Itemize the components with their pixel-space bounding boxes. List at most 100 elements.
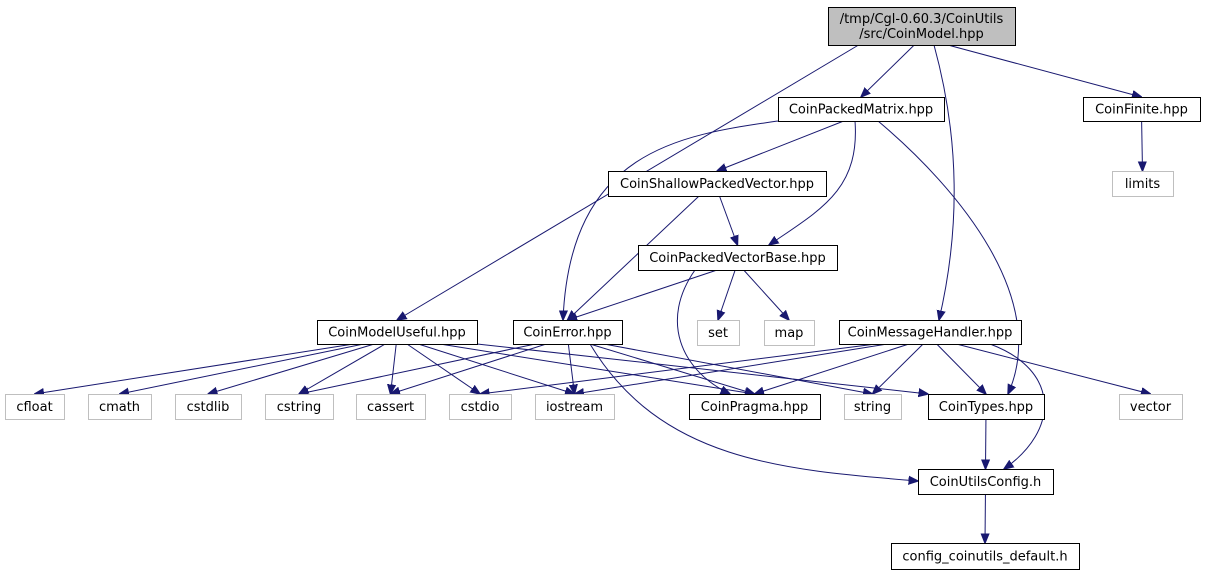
node-box — [778, 97, 945, 122]
edge-coin-error-to-string — [604, 343, 872, 394]
node-set: set — [697, 320, 740, 346]
node-root[interactable]: /tmp/Cgl-0.60.3/CoinUtils/src/CoinModel.… — [828, 7, 1016, 46]
node-coin-packed-vector-base[interactable]: CoinPackedVectorBase.hpp — [638, 245, 838, 271]
node-box — [697, 320, 740, 346]
edge-coin-packed-vector-base-to-map — [743, 269, 789, 320]
node-label: cfloat — [16, 400, 52, 415]
node-coin-finite[interactable]: CoinFinite.hpp — [1083, 97, 1201, 122]
node-label: iostream — [546, 400, 603, 415]
node-coin-error[interactable]: CoinError.hpp — [513, 320, 623, 345]
edge-coin-packed-matrix-to-coin-types — [877, 120, 1020, 394]
node-cstdlib: cstdlib — [175, 394, 242, 420]
node-label: /src/CoinModel.hpp — [859, 27, 984, 42]
edge-coin-packed-matrix-to-coin-packed-vector-base — [769, 120, 856, 245]
node-coin-packed-matrix[interactable]: CoinPackedMatrix.hpp — [778, 97, 945, 122]
edge-coin-packed-matrix-to-coin-shallow-packed-vector — [717, 120, 844, 171]
node-label: vector — [1130, 400, 1172, 415]
node-box — [764, 320, 815, 346]
node-box — [1083, 97, 1201, 122]
edge-coin-error-to-coin-pragma — [589, 343, 755, 394]
edge-coin-error-to-coin-utils-config — [589, 343, 918, 481]
node-box — [891, 543, 1080, 570]
node-label: cstdio — [461, 400, 500, 415]
edge-coin-message-handler-to-string — [873, 343, 924, 394]
edge-coin-shallow-packed-vector-to-coin-packed-vector-base — [718, 195, 737, 245]
node-cmath: cmath — [88, 394, 152, 420]
node-coin-model-useful[interactable]: CoinModelUseful.hpp — [317, 320, 478, 345]
edge-coin-finite-to-limits — [1142, 120, 1143, 171]
node-label: cmath — [99, 400, 140, 415]
node-box — [844, 394, 902, 420]
node-coin-types[interactable]: CoinTypes.hpp — [928, 394, 1045, 420]
node-cassert: cassert — [356, 394, 426, 420]
node-coin-shallow-packed-vector[interactable]: CoinShallowPackedVector.hpp — [608, 171, 827, 197]
node-label: CoinError.hpp — [523, 326, 611, 341]
edge-root-to-coin-finite — [947, 44, 1142, 97]
node-box — [265, 394, 334, 420]
node-cstdio: cstdio — [449, 394, 512, 420]
node-box — [449, 394, 512, 420]
node-label: CoinShallowPackedVector.hpp — [620, 177, 814, 192]
node-cfloat: cfloat — [5, 394, 65, 420]
edge-coin-model-useful-to-cstdio — [406, 343, 480, 394]
node-label: CoinTypes.hpp — [939, 400, 1033, 415]
node-box — [928, 394, 1045, 420]
edges-layer — [35, 44, 1151, 543]
node-label: CoinPragma.hpp — [701, 400, 809, 415]
nodes-layer: /tmp/Cgl-0.60.3/CoinUtils/src/CoinModel.… — [5, 7, 1201, 570]
node-label: CoinUtilsConfig.h — [930, 475, 1042, 490]
node-box — [638, 245, 838, 271]
node-box — [918, 469, 1054, 495]
node-label: cstring — [277, 400, 321, 415]
node-config-default[interactable]: config_coinutils_default.h — [891, 543, 1080, 570]
edge-coin-shallow-packed-vector-to-coin-error — [568, 195, 700, 320]
node-box — [689, 394, 821, 420]
edge-root-to-coin-message-handler — [933, 44, 955, 320]
node-label: CoinModelUseful.hpp — [328, 326, 466, 341]
node-label: config_coinutils_default.h — [902, 550, 1067, 565]
edge-coin-message-handler-to-coin-pragma — [755, 343, 910, 394]
node-coin-pragma[interactable]: CoinPragma.hpp — [689, 394, 821, 420]
node-label: cassert — [367, 400, 414, 415]
node-label: string — [854, 400, 891, 415]
edge-coin-error-to-cassert — [391, 343, 547, 394]
node-label: CoinPackedMatrix.hpp — [789, 103, 933, 118]
edge-coin-packed-matrix-to-coin-error — [563, 120, 779, 320]
edge-coin-message-handler-to-iostream — [575, 343, 888, 394]
node-string: string — [844, 394, 902, 420]
node-label: /tmp/Cgl-0.60.3/CoinUtils — [840, 12, 1004, 27]
edge-coin-message-handler-to-cstdio — [480, 343, 877, 394]
node-box — [175, 394, 242, 420]
node-box — [535, 394, 615, 420]
node-coin-utils-config[interactable]: CoinUtilsConfig.h — [918, 469, 1054, 495]
edge-coin-model-useful-to-cmath — [120, 343, 364, 394]
node-box — [828, 7, 1016, 46]
edge-coin-model-useful-to-coin-types — [476, 343, 928, 394]
node-label: CoinPackedVectorBase.hpp — [649, 251, 826, 266]
edge-coin-model-useful-to-coin-pragma — [439, 343, 755, 394]
node-box — [317, 320, 478, 345]
node-label: cstdlib — [187, 400, 230, 415]
edge-coin-message-handler-to-coin-types — [936, 343, 986, 394]
node-box — [1119, 394, 1183, 420]
edge-coin-error-to-cstring — [299, 343, 536, 394]
edge-root-to-coin-packed-matrix — [861, 44, 915, 97]
edge-coin-model-useful-to-cassert — [391, 343, 397, 394]
node-label: limits — [1125, 177, 1161, 192]
node-box — [839, 320, 1022, 345]
node-box — [5, 394, 65, 420]
edge-coin-error-to-iostream — [567, 343, 574, 394]
edge-coin-model-useful-to-iostream — [418, 343, 574, 394]
node-map: map — [764, 320, 815, 346]
node-limits: limits — [1112, 171, 1174, 197]
node-cstring: cstring — [265, 394, 334, 420]
node-coin-message-handler[interactable]: CoinMessageHandler.hpp — [839, 320, 1022, 345]
node-box — [608, 171, 827, 197]
node-label: CoinFinite.hpp — [1095, 103, 1188, 118]
node-iostream: iostream — [535, 394, 615, 420]
node-box — [356, 394, 426, 420]
node-label: set — [708, 326, 728, 341]
edge-coin-model-useful-to-cstdlib — [208, 343, 375, 394]
edge-coin-model-useful-to-cstring — [299, 343, 386, 394]
node-box — [1112, 171, 1174, 197]
